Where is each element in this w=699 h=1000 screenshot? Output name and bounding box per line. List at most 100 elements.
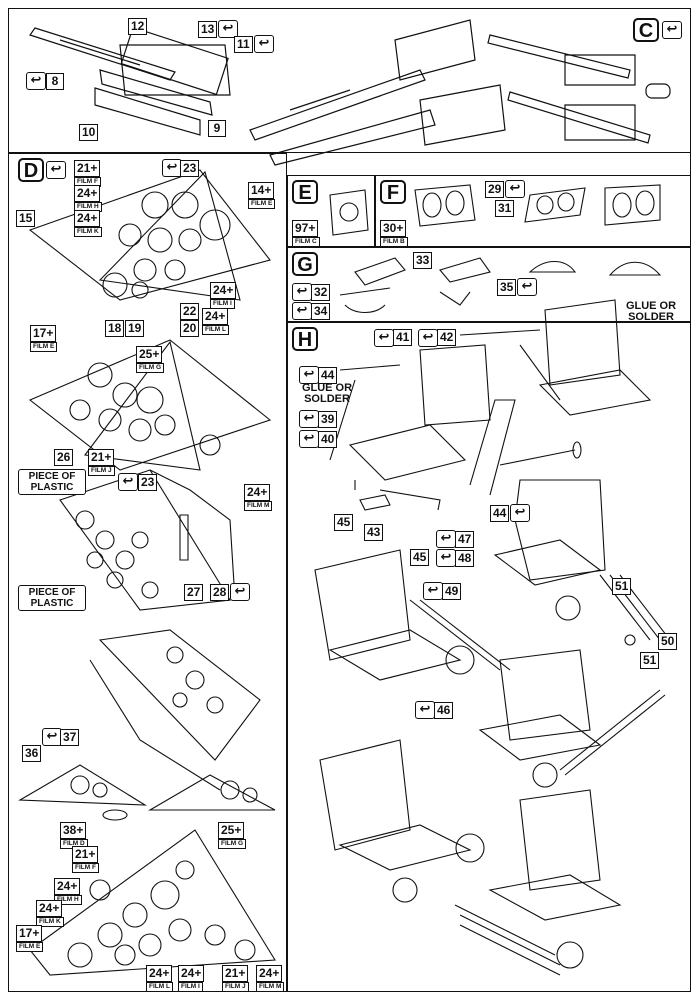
film-e-label: FILM E [30, 342, 58, 352]
part-41-label: 41 [393, 329, 413, 346]
section-c-panel [8, 8, 691, 153]
part-32-label: 32 [311, 284, 331, 301]
part-24-label: 24+ [74, 210, 101, 227]
part-49-label: 49 [442, 583, 462, 600]
film-g-label: FILM G [136, 363, 165, 373]
part-33-label: 33 [413, 252, 433, 269]
piece-of-plastic-note: PIECE OF PLASTIC [18, 469, 86, 495]
film-j-label: FILM J [88, 466, 115, 476]
gun-drawing-c [0, 0, 699, 160]
part-45-label: 45 [410, 549, 430, 566]
part-17-label: 17+ [30, 325, 57, 342]
part-19-label: 19 [125, 320, 145, 337]
return-icon: ↩ [299, 410, 319, 428]
part-28-label: 28 [210, 584, 230, 601]
part-40-label: 40 [318, 431, 338, 448]
part-43-label: 43 [364, 524, 384, 541]
part-97-label: 97+ [292, 220, 319, 237]
film-f-label: FILM F [72, 863, 99, 873]
section-g-label: G [292, 252, 318, 276]
return-icon: ↩ [218, 20, 238, 38]
part-24-label: 24+ [256, 965, 283, 982]
return-icon: ↩ [423, 582, 443, 600]
part-51-label: 51 [640, 652, 660, 669]
part-13-label: 13 [198, 21, 218, 38]
part-23-label: 23 [138, 474, 158, 491]
part-8-label: 8 [46, 73, 64, 90]
part-44-label: 44 [318, 367, 338, 384]
return-icon: ↩ [662, 21, 682, 39]
film-l-label: FILM L [202, 325, 229, 335]
film-m-label: FILM M [256, 982, 285, 992]
part-18-label: 18 [105, 320, 125, 337]
part-29-label: 29 [485, 181, 505, 198]
part-38-label: 38+ [60, 822, 87, 839]
part-24-label: 24+ [74, 185, 101, 202]
return-icon: ↩ [299, 430, 319, 448]
part-24-label: 24+ [210, 282, 237, 299]
part-27-label: 27 [184, 584, 204, 601]
part-17-label: 17+ [16, 925, 43, 942]
film-i-label: FILM I [178, 982, 203, 992]
part-36-label: 36 [22, 745, 42, 762]
part-30-label: 30+ [380, 220, 407, 237]
part-39-label: 39 [318, 411, 338, 428]
film-e-label: FILM E [248, 199, 276, 209]
film-k-label: FILM K [74, 227, 102, 237]
part-12-label: 12 [128, 18, 148, 35]
film-g-label: FILM G [218, 839, 247, 849]
part-50-label: 50 [658, 633, 678, 650]
film-m-label: FILM M [244, 501, 273, 511]
part-20-label: 20 [180, 320, 200, 337]
plate-drawing-e [0, 0, 699, 260]
part-9-label: 9 [208, 120, 226, 137]
section-d-label: D [18, 158, 44, 182]
part-15-label: 15 [16, 210, 36, 227]
return-icon: ↩ [418, 329, 438, 347]
return-icon: ↩ [415, 701, 435, 719]
return-icon: ↩ [230, 583, 250, 601]
film-b-label: FILM B [380, 237, 408, 247]
section-f-panel [375, 175, 691, 247]
return-icon: ↩ [118, 473, 138, 491]
film-j-label: FILM J [222, 982, 249, 992]
section-c-label: C [633, 18, 659, 42]
part-46-label: 46 [434, 702, 454, 719]
part-22-label: 22 [180, 303, 200, 320]
return-icon: ↩ [374, 329, 394, 347]
part-11-label: 11 [234, 36, 253, 53]
glue-or-solder-note: GLUE OR SOLDER [625, 300, 677, 323]
film-k-label: FILM K [36, 917, 64, 927]
section-h-label: H [292, 327, 318, 351]
part-42-label: 42 [437, 329, 457, 346]
return-icon: ↩ [505, 180, 525, 198]
part-44-label: 44 [490, 505, 510, 522]
return-icon: ↩ [517, 278, 537, 296]
part-34-label: 34 [311, 303, 331, 320]
section-g-panel [287, 247, 691, 322]
return-icon: ↩ [46, 161, 66, 179]
film-c-label: FILM C [292, 237, 320, 247]
part-21-label: 21+ [72, 846, 99, 863]
part-37-label: 37 [60, 729, 80, 746]
part-10-label: 10 [79, 124, 99, 141]
part-35-label: 35 [497, 279, 517, 296]
section-e-panel [287, 175, 375, 247]
part-24-label: 24+ [36, 900, 63, 917]
part-14-label: 14+ [248, 182, 275, 199]
return-icon: ↩ [254, 35, 274, 53]
part-23-label: 23 [180, 160, 200, 177]
part-47-label: 47 [455, 531, 475, 548]
section-f-label: F [380, 180, 406, 204]
return-icon: ↩ [436, 549, 456, 567]
part-21-label: 21+ [222, 965, 249, 982]
part-21-label: 21+ [88, 449, 115, 466]
parts-drawing-g [0, 0, 699, 330]
bezel-drawing-f [0, 0, 699, 260]
return-icon: ↩ [26, 72, 46, 90]
part-31-label: 31 [495, 200, 515, 217]
part-48-label: 48 [455, 550, 475, 567]
film-e-label: FILM E [16, 942, 44, 952]
part-24-label: 24+ [146, 965, 173, 982]
